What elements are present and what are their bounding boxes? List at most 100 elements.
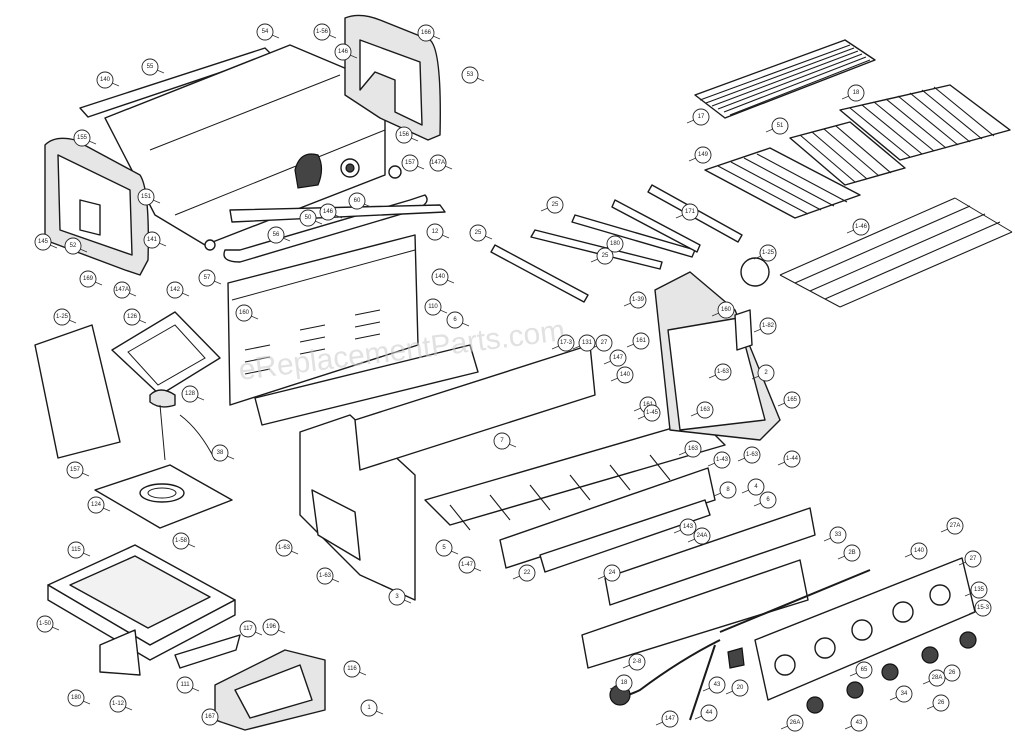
callout-circle [700,704,718,722]
part-callout: 163 [684,440,702,458]
callout-circle [843,544,861,562]
callout-circle [417,24,435,42]
callout-number: 44 [706,710,713,716]
part-callout: 2 [757,364,775,382]
callout-number: 163 [688,446,699,452]
callout-circle [67,689,85,707]
part-callout: 1 [360,699,378,717]
callout-number: 1-63 [746,452,759,458]
part-callout: 6 [759,491,777,509]
callout-circle [256,23,274,41]
callout-circle [113,281,131,299]
part-callout: 28A [928,669,946,687]
callout-number: 12 [432,229,439,235]
part-callout: 44 [700,704,718,722]
callout-number: 52 [70,243,77,249]
callout-circle [64,237,82,255]
callout-circle [137,188,155,206]
callout-number: 180 [610,241,621,247]
callout-circle [771,117,789,135]
part-callout: 38 [211,444,229,462]
part-callout: 156 [395,126,413,144]
callout-circle [123,308,141,326]
callout-circle [681,203,699,221]
callout-circle [757,364,775,382]
part-callout: 26A [786,714,804,732]
callout-circle [596,247,614,265]
part-callout: 126 [123,308,141,326]
callout-circle [201,708,219,726]
callout-circle [262,618,280,636]
callout-number: 25 [552,202,559,208]
callout-number: 140 [620,372,631,378]
callout-number: 57 [204,275,211,281]
part-callout: 2-8 [628,653,646,671]
callout-circle [759,491,777,509]
part-callout: 110 [424,298,442,316]
callout-circle [850,714,868,732]
callout-circle [829,526,847,544]
callout-number: 1-46 [855,224,868,230]
callout-circle [943,664,961,682]
callout-circle [469,224,487,242]
callout-number: 160 [239,310,250,316]
callout-number: 140 [100,77,111,83]
callout-number: 169 [83,276,94,282]
part-callout: 17-3 [557,334,575,352]
callout-number: 147A [115,287,129,293]
callout-number: 54 [262,29,269,35]
callout-circle [694,146,712,164]
part-callout: 147A [429,154,447,172]
callout-circle [783,391,801,409]
callout-number: 160 [721,307,732,313]
part-callout: 142 [166,281,184,299]
callout-circle [578,334,596,352]
callout-circle [910,542,928,560]
part-callout: 25 [596,247,614,265]
callout-number: 141 [147,237,158,243]
callout-circle [401,154,419,172]
lid-assembly [44,14,446,276]
callout-circle [895,685,913,703]
callout-circle [708,676,726,694]
callout-circle [717,301,735,319]
part-callout: 25 [546,196,564,214]
control-panel [581,507,977,721]
callout-number: 4 [754,484,758,490]
part-callout: 56 [267,226,285,244]
part-callout: 160 [235,304,253,322]
callout-number: 140 [914,548,925,554]
part-callout: 117 [239,620,257,638]
callout-circle [235,304,253,322]
part-callout: 180 [606,235,624,253]
callout-circle [34,233,52,251]
callout-number: 51 [777,123,784,129]
callout-number: 155 [77,135,88,141]
callout-number: 147 [613,355,624,361]
callout-circle [684,440,702,458]
callout-number: 17 [698,114,705,120]
callout-circle [313,23,331,41]
part-callout: 54 [256,23,274,41]
part-callout: 12 [426,223,444,241]
burner-tubes [490,184,743,303]
callout-number: 156 [399,132,410,138]
firebox [299,257,781,601]
callout-number: 167 [205,714,216,720]
part-callout: 135 [970,581,988,599]
part-callout: 140 [910,542,928,560]
callout-circle [73,129,91,147]
callout-circle [446,311,464,329]
part-callout: 3 [388,588,406,606]
part-callout: 57 [198,269,216,287]
part-callout: 131 [578,334,596,352]
callout-circle [67,541,85,559]
callout-number: 38 [217,450,224,456]
callout-number: 116 [347,666,357,672]
callout-circle [461,66,479,84]
callout-number: 1-12 [112,701,125,707]
callout-number: 143 [683,524,694,530]
callout-number: 27A [950,523,961,529]
callout-number: 128 [185,391,196,397]
